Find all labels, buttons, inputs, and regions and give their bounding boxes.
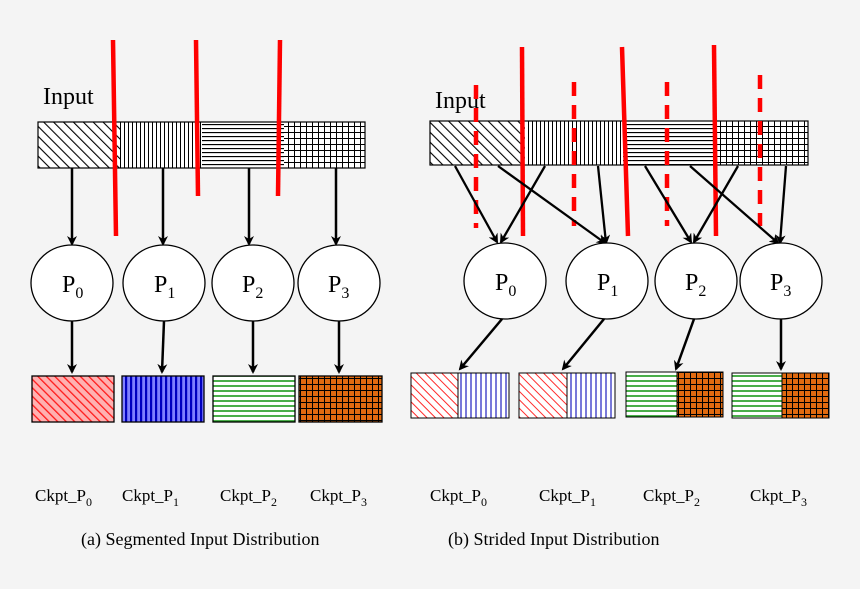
svg-text:P1: P1 xyxy=(154,272,175,302)
svg-text:P1: P1 xyxy=(597,270,618,300)
input-segment-1 xyxy=(120,122,202,168)
process-node: P1 xyxy=(122,244,206,322)
arrow xyxy=(561,318,605,371)
partition-line xyxy=(193,39,201,197)
input-label: Input xyxy=(43,84,94,110)
checkpoint-block-green xyxy=(212,375,296,423)
arrow xyxy=(644,165,693,244)
svg-text:P3: P3 xyxy=(770,270,791,300)
checkpoint-block xyxy=(410,372,510,419)
input-segment-3 xyxy=(284,122,365,168)
checkpoint-label: Ckpt_P2 xyxy=(643,486,700,509)
checkpoint-label: Ckpt_P0 xyxy=(35,486,92,509)
input-to-process-arrows xyxy=(67,168,341,246)
arrow xyxy=(458,318,503,371)
process-node: P3 xyxy=(297,244,381,322)
arrow xyxy=(157,320,168,374)
svg-text:P3: P3 xyxy=(328,272,349,302)
svg-text:P0: P0 xyxy=(495,270,516,300)
process-node: P2 xyxy=(654,242,738,320)
checkpoint-label: Ckpt_P1 xyxy=(122,486,179,509)
caption: (a) Segmented Input Distribution xyxy=(81,529,319,550)
arrow xyxy=(453,165,499,244)
process-node: P0 xyxy=(463,242,547,320)
partition-lines xyxy=(110,39,283,237)
checkpoint-label: Ckpt_P3 xyxy=(310,486,367,509)
processes: P0 P1 P2 P3 xyxy=(30,244,381,322)
arrow xyxy=(689,165,780,245)
svg-text:P0: P0 xyxy=(62,272,83,302)
process-to-checkpoint-arrows xyxy=(67,320,344,374)
checkpoint-labels: Ckpt_P0 Ckpt_P1 Ckpt_P2 Ckpt_P3 xyxy=(35,486,367,509)
input-segment-2 xyxy=(623,121,717,165)
checkpoint-label: Ckpt_P3 xyxy=(750,486,807,509)
checkpoint-block-blue xyxy=(121,375,205,423)
svg-text:P2: P2 xyxy=(242,272,263,302)
input-array-border xyxy=(37,121,366,169)
input-array xyxy=(429,120,809,166)
partition-line xyxy=(110,39,119,237)
checkpoint-block-red xyxy=(31,375,115,423)
checkpoint-label: Ckpt_P0 xyxy=(430,486,487,509)
input-array-border xyxy=(429,120,809,166)
arrow xyxy=(775,165,788,245)
process-node: P0 xyxy=(30,244,114,322)
process-node: P1 xyxy=(565,242,649,320)
arrow xyxy=(596,165,611,245)
processes: P0 P1 P2 P3 xyxy=(463,242,823,320)
checkpoints xyxy=(410,371,830,419)
process-node: P3 xyxy=(739,242,823,320)
partition-line xyxy=(619,46,631,237)
arrow xyxy=(674,318,696,371)
checkpoint-block xyxy=(625,371,724,418)
checkpoint-label: Ckpt_P1 xyxy=(539,486,596,509)
arrow xyxy=(499,165,546,244)
input-segment-2 xyxy=(202,122,284,168)
input-label: Input xyxy=(435,88,486,114)
arrow xyxy=(497,165,607,245)
process-node: P2 xyxy=(211,244,295,322)
input-segment-0 xyxy=(38,122,120,168)
checkpoint-block xyxy=(731,372,830,419)
checkpoint-labels: Ckpt_P0 Ckpt_P1 Ckpt_P2 Ckpt_P3 xyxy=(430,486,807,509)
checkpoint-block-orange xyxy=(298,375,383,423)
arrow xyxy=(692,165,739,244)
partition-line xyxy=(275,39,283,197)
checkpoint-block xyxy=(518,372,616,419)
panel-b: Input xyxy=(410,44,830,550)
input-segment-3 xyxy=(717,121,808,165)
checkpoints xyxy=(31,375,383,423)
input-array xyxy=(37,121,366,169)
checkpoint-label: Ckpt_P2 xyxy=(220,486,277,509)
input-to-process-arrows xyxy=(453,165,788,245)
caption: (b) Strided Input Distribution xyxy=(448,529,659,550)
panel-a: Input P0 P1 xyxy=(30,39,383,550)
process-to-checkpoint-arrows xyxy=(458,318,786,371)
svg-text:P2: P2 xyxy=(685,270,706,300)
